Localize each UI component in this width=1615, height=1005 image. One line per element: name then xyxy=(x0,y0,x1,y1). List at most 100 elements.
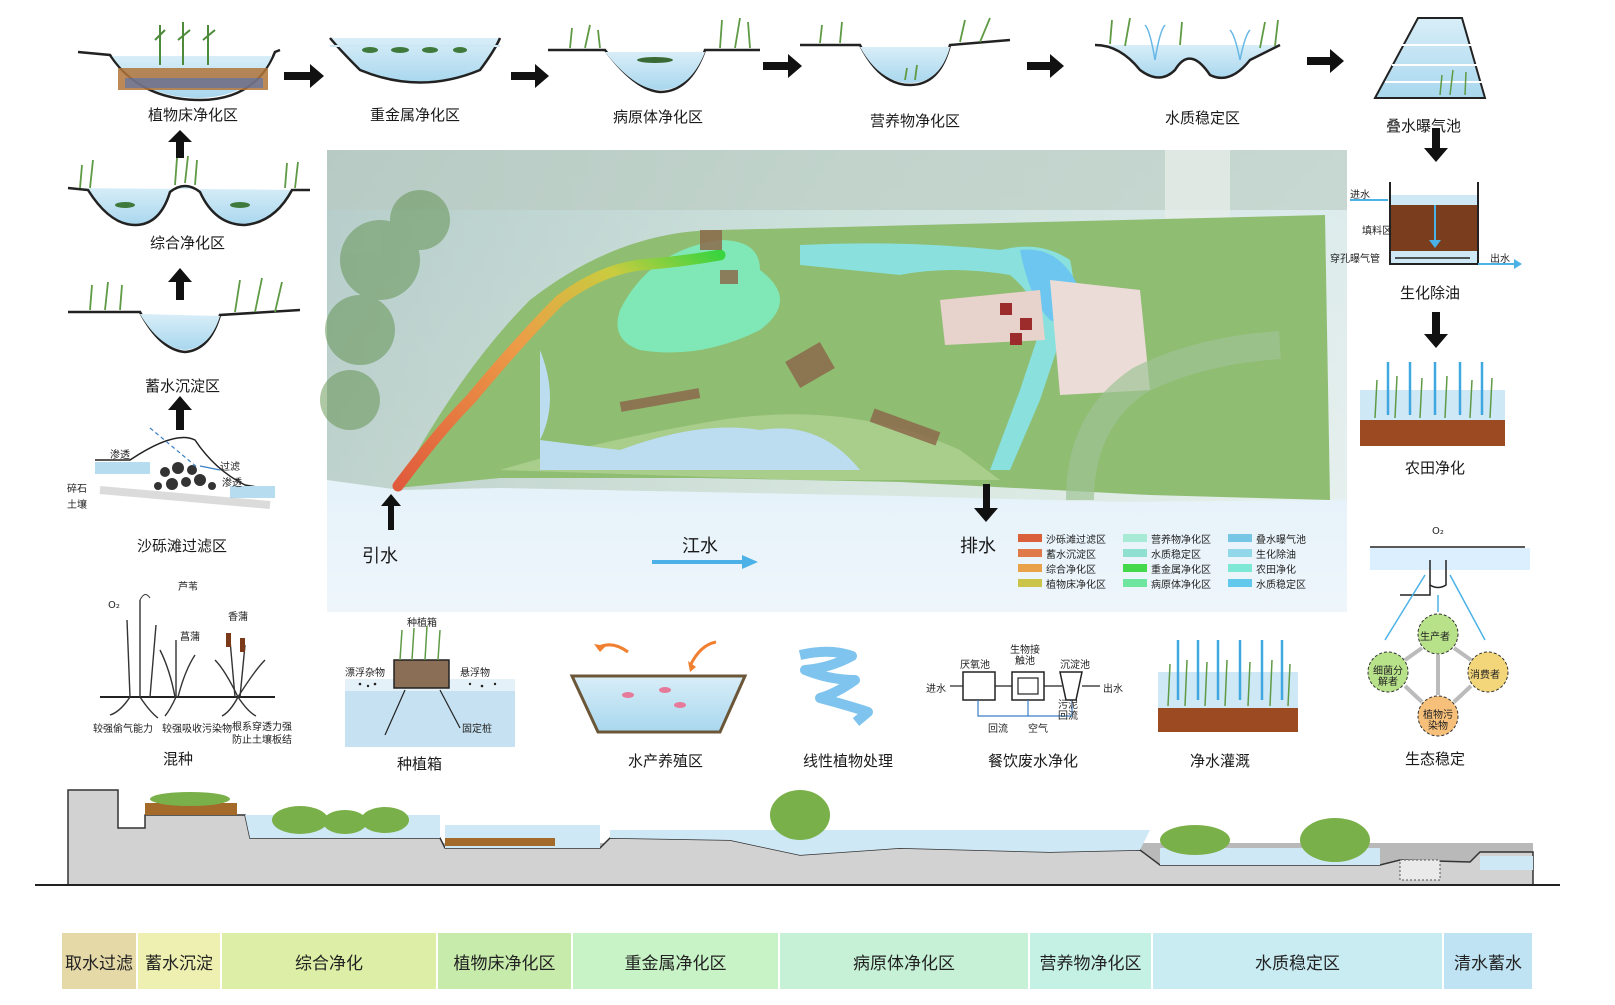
seep-label-1: 渗透 xyxy=(110,450,130,461)
cascade-aeration-basin xyxy=(1373,17,1487,99)
zone-band-cell: 营养物净化区 xyxy=(1030,933,1151,989)
water-quality-label: 水质稳定区 xyxy=(1165,109,1241,127)
legend-label: 生化除油 xyxy=(1256,549,1296,561)
biochem-pipe: 穿孔曝气管 xyxy=(1330,254,1380,265)
contact-label: 生物接触池 xyxy=(1010,645,1040,667)
storage-basin xyxy=(68,277,301,354)
plant-bed-label: 植物床净化区 xyxy=(148,106,239,124)
float1-label: 漂浮杂物 xyxy=(345,668,385,679)
legend-swatch xyxy=(1018,564,1042,572)
legend-item: 植物床净化区 xyxy=(1018,577,1123,591)
comprehensive-basin xyxy=(67,155,310,227)
inlet-label: 引水 xyxy=(362,546,398,567)
biochem-layer: 填料区 xyxy=(1362,226,1392,237)
legend-label: 营养物净化区 xyxy=(1151,534,1211,546)
river-arrow xyxy=(652,555,758,569)
legend-label: 综合净化区 xyxy=(1046,564,1096,576)
sludge-label: 污泥回流 xyxy=(1058,700,1078,722)
map-legend: 沙砾滩过滤区蓄水沉淀区综合净化区植物床净化区营养物净化区水质稳定区重金属净化区病… xyxy=(1018,532,1333,592)
flow-arrows-right xyxy=(1424,128,1448,348)
legend-swatch xyxy=(1228,564,1252,572)
legend-label: 农田净化 xyxy=(1256,564,1296,576)
zone-band-cell: 重金属净化区 xyxy=(573,933,778,989)
box-top-label: 种植箱 xyxy=(407,618,437,629)
aeration-label: 叠水曝气池 xyxy=(1386,117,1462,135)
legend-label: 重金属净化区 xyxy=(1151,564,1211,576)
mix-label: 混种 xyxy=(163,750,194,768)
legend-label: 植物床净化区 xyxy=(1046,579,1106,591)
legend-swatch xyxy=(1123,549,1147,557)
section-profile xyxy=(35,789,1560,886)
eco-label: 生态稳定 xyxy=(1405,750,1466,768)
anaerobic-label: 厌氧池 xyxy=(960,660,990,671)
air-label: 空气 xyxy=(1028,724,1048,735)
aquaculture-pond xyxy=(569,640,748,734)
box-label: 种植箱 xyxy=(397,755,443,773)
legend-swatch xyxy=(1228,579,1252,587)
filter-label: 过滤 xyxy=(220,462,240,473)
legend-label: 蓄水沉淀区 xyxy=(1046,549,1096,561)
eco-o2: O₂ xyxy=(1432,526,1444,537)
heavy-metal-label: 重金属净化区 xyxy=(370,106,461,124)
legend-item: 农田净化 xyxy=(1228,562,1333,576)
linear-label: 线性植物处理 xyxy=(803,752,894,770)
eco-stability-diagram xyxy=(1367,546,1530,737)
calamus-label: 菖蒲 xyxy=(180,632,200,643)
linear-plants xyxy=(798,646,873,726)
mix-cap4: 防止土壤板结 xyxy=(232,735,292,746)
nutrient-basin xyxy=(800,17,1011,87)
legend-item: 蓄水沉淀区 xyxy=(1018,547,1123,561)
legend-label: 病原体净化区 xyxy=(1151,579,1211,591)
fish-label: 水产养殖区 xyxy=(628,752,704,770)
gravel-label: 沙砾滩过滤区 xyxy=(137,537,228,555)
soil-note: 土壤 xyxy=(67,500,87,511)
legend-swatch xyxy=(1228,549,1252,557)
legend-label: 叠水曝气池 xyxy=(1256,534,1306,546)
heavy-metal-basin xyxy=(329,37,502,84)
legend-swatch xyxy=(1018,579,1042,587)
legend-swatch xyxy=(1228,534,1252,542)
mix-cap3: 根系穿透力强 xyxy=(232,722,292,733)
plant-bed-basin xyxy=(77,22,281,102)
mixed-planting xyxy=(100,594,275,719)
farmland-purify xyxy=(1360,362,1505,446)
eco-consumer: 消费者 xyxy=(1470,670,1500,681)
sewage-in: 进水 xyxy=(926,684,946,695)
sewage-flow xyxy=(950,671,1100,717)
float2-label: 悬浮物 xyxy=(460,668,490,679)
legend-swatch xyxy=(1123,534,1147,542)
site-map xyxy=(320,150,1347,612)
legend-swatch xyxy=(1123,564,1147,572)
legend-item: 沙砾滩过滤区 xyxy=(1018,532,1123,546)
biochem-oil-tank xyxy=(1350,182,1522,269)
flow-arrows-top xyxy=(284,49,1344,88)
mix-o2: O₂ xyxy=(108,600,120,611)
legend-item: 综合净化区 xyxy=(1018,562,1123,576)
cattail-label: 香蒲 xyxy=(228,612,248,623)
river-label: 江水 xyxy=(682,536,718,557)
zone-band-cell: 综合净化 xyxy=(222,933,436,989)
legend-item: 叠水曝气池 xyxy=(1228,532,1333,546)
legend-item: 营养物净化区 xyxy=(1123,532,1228,546)
eco-producer: 生产者 xyxy=(1420,632,1450,643)
comprehensive-label: 综合净化区 xyxy=(150,234,226,252)
eco-pollutant: 植物污染物 xyxy=(1423,710,1453,732)
legend-swatch xyxy=(1123,579,1147,587)
legend-swatch xyxy=(1018,534,1042,542)
nutrient-label: 营养物净化区 xyxy=(870,112,961,130)
farm-label: 农田净化 xyxy=(1405,459,1466,477)
legend-item: 水质稳定区 xyxy=(1123,547,1228,561)
map-flow-arrows xyxy=(381,484,998,530)
pathogen-basin xyxy=(548,17,760,94)
irrigation xyxy=(1158,640,1298,732)
zone-band-cell: 植物床净化区 xyxy=(438,933,571,989)
biochem-out: 出水 xyxy=(1490,254,1510,265)
legend-item: 水质稳定区 xyxy=(1228,577,1333,591)
legend-label: 水质稳定区 xyxy=(1256,579,1306,591)
legend-label: 水质稳定区 xyxy=(1151,549,1201,561)
irrigate-label: 净水灌溉 xyxy=(1190,752,1251,770)
mix-cap2: 较强吸收污染物 xyxy=(162,724,232,735)
legend-label: 沙砾滩过滤区 xyxy=(1046,534,1106,546)
pathogen-label: 病原体净化区 xyxy=(613,108,704,126)
